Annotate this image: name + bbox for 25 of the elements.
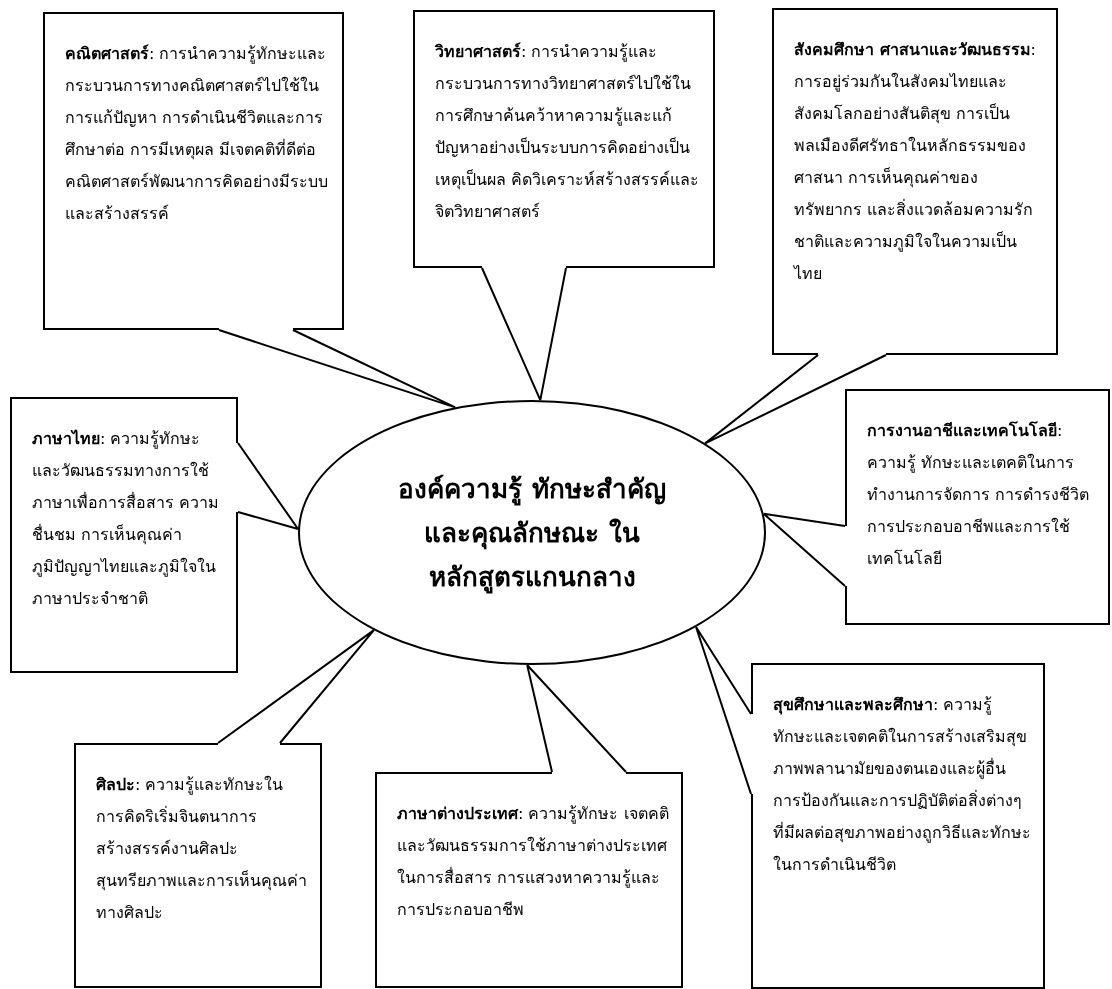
callout-pointer <box>526 663 627 773</box>
callout-text: การงานอาชีและเทคโนโลยี: ความรู้ ทักษะและเตคติในการทำงานการจัดการ การดำรงชีวิตการประกอบอาชีพและการใช้เทคโนโลยี <box>867 420 1091 570</box>
callout-box <box>413 10 715 268</box>
callout-text: วิทยาศาสตร์: การนำความรู้และกระบวนการทางวิทยาศาสตร์ไปใช้ในการศึกษาค้นคว้าหาความรู้และแก้ปัญหาอย่างเป็นระบบการคิดอย่างเป็นเหตุเป็นผล คิดวิเคราะห์สร้างสรรค์และจิตวิทยาศาสตร์ <box>435 41 701 223</box>
callout-box <box>43 12 344 330</box>
callout-text: ศิลปะ: ความรู้และทักษะในการคิดริเริ่มจินตนาการ สร้างสรรค์งานศิลปะ สุนทรียภาพและการเห็นคุณค่าทางศิลปะ <box>96 774 308 924</box>
callout-pointer <box>237 442 300 530</box>
callout-text: ภาษาต่างประเทศ: ความรู้ทักษะ เจตคติและวัฒนธรรมการใช้ภาษาต่างประเทศ ในการสื่อสาร การแสวงหาความรู้และการประกอบอาชีพ <box>397 803 669 921</box>
callout-pointer <box>218 329 457 409</box>
callout-pointer <box>217 629 375 744</box>
callout-box <box>74 743 322 988</box>
callout-pointer <box>695 626 752 795</box>
callout-box <box>375 772 683 988</box>
callout-text: คณิตศาสตร์: การนำความรู้ทักษะและกระบวนการทางคณิตศาสตร์ไปใช้ในการแก้ปัญหา การดำเนินชีวิตและการศึกษาต่อ การมีเหตุผล มีเจตคติที่ดีต่อคณิตศาสตร์พัฒนาการคิดอย่างมีระบบและสร้างสรรค์ <box>65 43 329 225</box>
callout-box <box>772 8 1058 355</box>
callout-text: สังคมศึกษา ศาสนาและวัฒนธรรม: การอยู่ร่วมกันในสังคมไทยและสังคมโลกอย่างสันติสุข การเป็นพลเมืองดีศรัทธาในหลักธรรมของศาสนา การเห็นคุณค่าของทรัพยากร และสิ่งแวดล้อมความรักชาติและความภูมิใจในความเป็นไทย <box>794 39 1037 285</box>
callout-box <box>845 389 1110 625</box>
ellipse-title: องค์ความรู้ ทักษะสำคัญและคุณลักษณะ ในหลักสูตรแกนกลาง <box>397 472 667 596</box>
callout-box <box>10 397 238 673</box>
callout-pointer <box>762 512 846 587</box>
callout-pointer <box>481 267 567 402</box>
callout-text: สุขศึกษาและพละศึกษา: ความรู้ ทักษะและเจตคติในการสร้างเสริมสุขภาพพลานามัยของตนเองและผู้อื่นการป้องกันและการปฏิบัติต่อสิ่งต่างๆที่มีผลต่อสุขภาพอย่างถูกวิธีและทักษะในการดำเนินชีวิต <box>773 694 1031 876</box>
callout-box <box>751 663 1045 989</box>
callout-text: ภาษาไทย: ความรู้ทักษะ และวัฒนธรรมทางการใช้ภาษาเพื่อการสื่อสาร ความชื่นชม การเห็นคุณค่า ภูมิปัญญาไทยและภูมิใจในภาษาประจำชาติ <box>32 428 221 610</box>
callout-pointer <box>704 354 887 445</box>
